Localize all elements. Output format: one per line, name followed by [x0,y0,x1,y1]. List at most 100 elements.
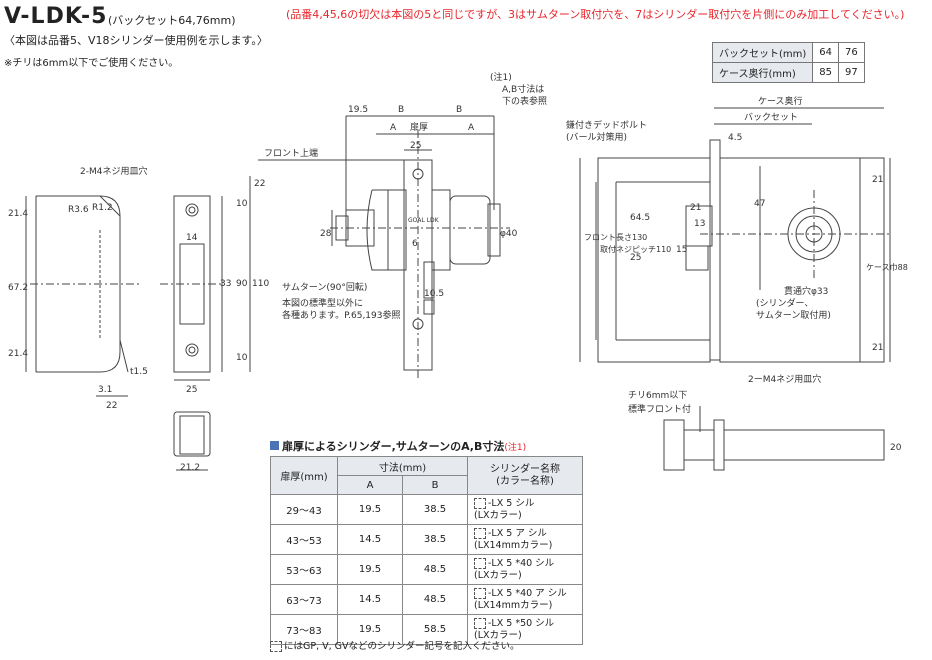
case-depth-label: ケース奥行 [758,95,803,107]
hole-label: 貫通穴φ33 [784,285,828,297]
table-row: ケース奥行(mm) 85 97 [711,62,865,83]
dim-r25: 25 [630,253,641,263]
right-screw-label: 2ーM4ネジ用皿穴 [748,373,821,385]
header-b: B [402,475,468,495]
header-name-text: シリンダー名称 [490,463,560,475]
dim-6: 6 [412,239,418,249]
cylinder-table-title: 扉厚によるシリンダー,サムターンのA,B寸法(注1) [270,438,526,454]
placeholder-box-icon [474,587,486,599]
cell-a: 19.5 [337,554,403,585]
dim-20: 20 [890,443,902,453]
cell-thickness: 63～73 [270,584,338,615]
placeholder-box-icon [270,641,282,652]
front-top-label: フロント上端 [264,147,318,159]
lock-case-body [719,157,885,363]
subtitle: 〈本図は品番5、V18シリンダー使用例を示します。〉 [4,34,268,47]
dim-672: 67.2 [8,283,28,293]
dim-90: 90 [236,279,248,289]
dim-22b: 22 [106,401,117,411]
front-length-label: フロント長さ130 [584,233,647,242]
dim-21a: 21 [872,175,883,185]
dim-b2: B [456,105,462,115]
cylinder-table-title-note: (注1) [504,443,527,453]
table-row: 29～43 19.5 38.5 -LX 5 シル(LXカラー) [270,494,583,525]
dim-195: 19.5 [348,105,368,115]
footnote: にはGP, V, GVなどのシリンダー記号を記入ください。 [270,638,520,652]
dim-14: 14 [186,233,198,243]
ab-note1: A,B寸法は [502,83,544,95]
cell-name: -LX 5 *40 ア シル(LX14mmカラー) [467,584,583,615]
header-a: A [337,475,403,495]
cylinder-table-title-text: 扉厚によるシリンダー,サムターンのA,B寸法 [282,440,505,453]
std-note2: 各種あります。P.65,193参照 [282,309,400,321]
table-row: 53～63 19.5 48.5 -LX 5 *40 シル(LXカラー) [270,554,583,585]
lock-case [597,157,711,363]
table-row: 63～73 14.5 48.5 -LX 5 *40 ア シル(LX14mmカラー… [270,584,583,615]
hole-sub1: (シリンダー、 [756,297,813,309]
table-header-row: 扉厚(mm) 寸法(mm) シリンダー名称 (カラー名称) [270,456,583,495]
strike-outline [36,195,121,373]
dim-22: 22 [254,179,265,189]
bolt-label2: (バール対策用) [566,131,627,143]
dim-645: 64.5 [630,213,650,223]
spec-label: バックセット(mm) [711,42,814,63]
dim-110: 110 [252,279,269,289]
spec-table: バックセット(mm) 64 76 ケース奥行(mm) 85 97 [711,42,865,83]
dim-214b: 21.4 [8,349,28,359]
cell-name-text: -LX 5 *50 シル [488,617,555,629]
table-row: 43～53 14.5 38.5 -LX 5 ア シル(LX14mmカラー) [270,524,583,555]
header-name-sub: (カラー名称) [496,475,554,487]
cell-b: 38.5 [402,494,468,525]
dim-25: 25 [186,385,197,395]
case-width-label: ケース巾88 [866,262,908,272]
brand-logo: GOAL LDK [408,217,440,224]
dim-r21: 21 [690,203,701,213]
cell-color: (LXカラー) [474,629,522,641]
table-row: 73～83 19.5 58.5 -LX 5 *50 シル(LXカラー) [270,614,583,645]
screw-pitch-label: 取付ネジピッチ110 [600,244,671,254]
dim-214a: 21.4 [8,209,28,219]
cell-b: 38.5 [402,524,468,555]
cell-color: (LXカラー) [474,509,522,521]
cell-thickness: 29～43 [270,494,338,525]
spec-value: 97 [838,62,865,83]
cell-name-text: -LX 5 シル [488,497,535,509]
placeholder-box-icon [474,617,486,629]
dim-a1: A [390,123,397,133]
cell-a: 14.5 [337,524,403,555]
cell-a: 14.5 [337,584,403,615]
cell-color: (LX14mmカラー) [474,539,553,551]
cell-thickness: 43～53 [270,524,338,555]
cylinder-table: 扉厚(mm) 寸法(mm) シリンダー名称 (カラー名称) A B 29～43 … [270,456,583,645]
dim-21b: 21 [872,343,883,353]
square-bullet-icon [270,441,279,450]
cell-thickness: 73～83 [270,614,338,645]
dim-105: 10.5 [424,289,444,299]
cell-name: -LX 5 シル(LXカラー) [467,494,583,525]
chiri-note: ※チリは6mm以下でご使用ください。 [4,58,179,69]
header-dims: 寸法(mm) [337,456,468,476]
placeholder-box-icon [474,497,486,509]
chiri-label1: チリ6mm以下 [628,390,687,401]
dim-a2: A [468,123,475,133]
r12-label: R1.2 [92,203,113,213]
footnote-text: にはGP, V, GVなどのシリンダー記号を記入ください。 [284,641,520,652]
dim-28: 28 [320,229,332,239]
dim-b1: B [398,105,404,115]
red-note: (品番4,45,6の切欠は本図の5と同じですが、3はサムターン取付穴を、7はシリ… [286,8,905,21]
cell-b: 48.5 [402,584,468,615]
cell-a: 19.5 [337,614,403,645]
placeholder-box-icon [474,557,486,569]
dim-47: 47 [754,199,765,209]
dim-c25: 25 [410,141,421,151]
backset-label: バックセット [744,112,798,123]
dim-10a: 10 [236,199,248,209]
header-thickness: 扉厚(mm) [270,456,338,495]
dim-31: 3.1 [98,385,112,395]
dim-45: 4.5 [728,133,742,143]
dim-phi40: φ40 [500,229,518,239]
table-row: バックセット(mm) 64 76 [711,42,865,63]
cell-name: -LX 5 ア シル(LX14mmカラー) [467,524,583,555]
cell-name-text: -LX 5 *40 ア シル [488,587,567,599]
